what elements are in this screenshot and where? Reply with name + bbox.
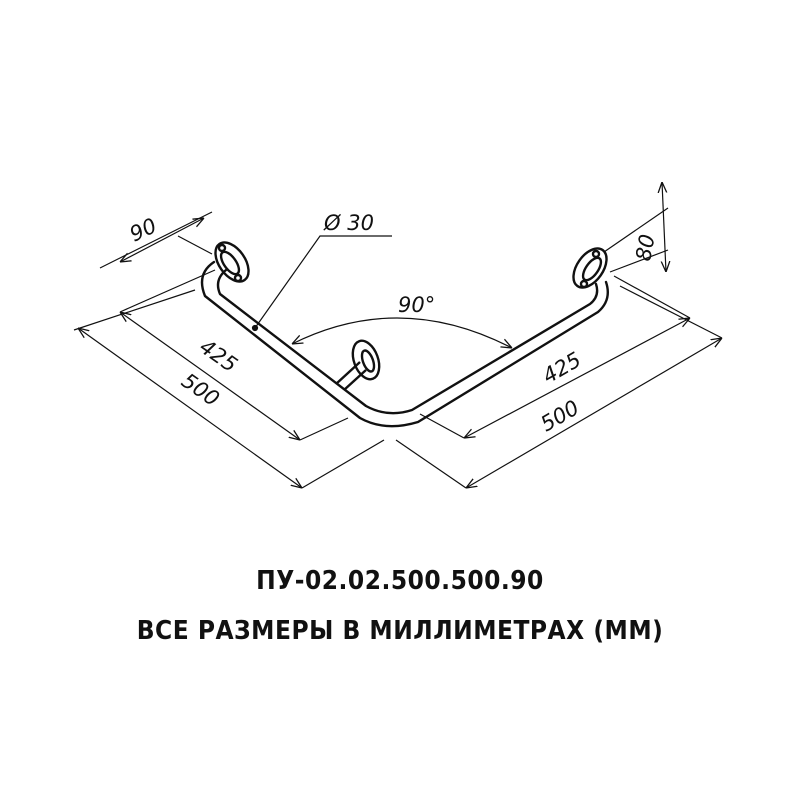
dim-flange-offset: 90 — [126, 213, 160, 246]
dimension-lines — [73, 182, 722, 488]
left-flange — [214, 241, 250, 283]
dim-flange-height: 80 — [631, 232, 659, 262]
grab-bar-tube — [200, 260, 609, 428]
dim-tube-diameter: Ø 30 — [323, 211, 374, 235]
right-flange — [572, 247, 608, 289]
dim-angle: 90° — [398, 293, 435, 317]
dim-left-outer-length: 500 — [177, 368, 224, 411]
middle-support — [335, 339, 381, 391]
product-code: ПУ-02.02.500.500.90 — [256, 566, 544, 596]
dim-right-outer-length: 500 — [537, 395, 584, 436]
units-note: ВСЕ РАЗМЕРЫ В МИЛЛИМЕТРАХ (ММ) — [136, 616, 664, 646]
dim-right-inner-length: 425 — [539, 347, 586, 388]
